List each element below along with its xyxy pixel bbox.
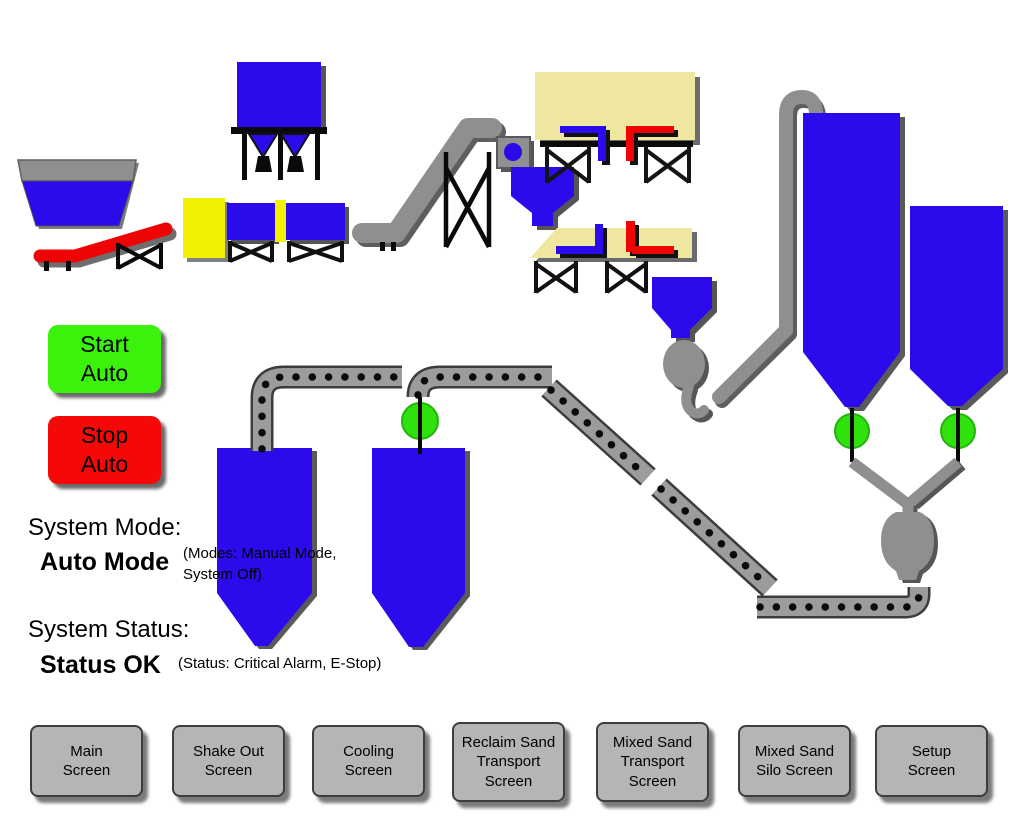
- blower-indicator: [504, 143, 522, 161]
- nav-mixed-sand-transport-screen-button[interactable]: Mixed Sand Transport Screen: [596, 722, 709, 802]
- reclaim-silo-1: [217, 448, 317, 649]
- rotary-feeder: [663, 340, 713, 423]
- mixed-sand-silo-b: [910, 206, 1008, 410]
- start-auto-button[interactable]: Start Auto: [48, 325, 161, 393]
- system-mode-value: Auto Mode: [40, 548, 170, 576]
- sand-cooler-upper: [535, 72, 700, 184]
- nav-cooling-screen-button[interactable]: Cooling Screen: [312, 725, 425, 797]
- reclaim-silo-2-valve: [401, 396, 439, 454]
- system-status-value: Status OK: [40, 651, 161, 679]
- bucket-elevator: [352, 118, 506, 251]
- drag-chain-conveyor: [250, 365, 931, 619]
- mixed-sand-silo-a: [803, 113, 905, 411]
- silo-b-valve: [940, 408, 976, 462]
- surge-hopper: [511, 167, 579, 230]
- reclaim-hopper: [652, 277, 717, 342]
- receiving-hopper: [17, 159, 139, 229]
- nav-shake-out-screen-button[interactable]: Shake Out Screen: [172, 725, 285, 797]
- system-mode-label: System Mode:: [28, 514, 182, 541]
- nav-setup-screen-button[interactable]: Setup Screen: [875, 725, 988, 797]
- dust-collector: [231, 62, 327, 180]
- system-mode-options-note: (Modes: Manual Mode, System Off): [183, 545, 337, 583]
- stop-auto-button[interactable]: Stop Auto: [48, 416, 161, 484]
- collection-hopper: [881, 512, 938, 583]
- nav-main-screen-button[interactable]: Main Screen: [30, 725, 143, 797]
- nav-reclaim-sand-transport-screen-button[interactable]: Reclaim Sand Transport Screen: [452, 722, 565, 802]
- system-status-label: System Status:: [28, 616, 190, 643]
- system-status-options-note: (Status: Critical Alarm, E-Stop): [178, 655, 382, 672]
- pneumatic-transport-pipe: [712, 89, 826, 408]
- sand-cooler-lower: [530, 221, 697, 294]
- blower-unit: [496, 136, 534, 172]
- discharge-y-pipe: [848, 457, 966, 518]
- shakeout-deck: [183, 198, 349, 263]
- cooling-water-pipes-upper: [560, 126, 678, 165]
- silo-a-valve: [834, 408, 870, 462]
- cooling-water-pipes-lower: [556, 221, 678, 258]
- reclaim-silo-2: [372, 448, 470, 650]
- charge-conveyor: [33, 222, 177, 271]
- nav-mixed-sand-silo-screen-button[interactable]: Mixed Sand Silo Screen: [738, 725, 851, 797]
